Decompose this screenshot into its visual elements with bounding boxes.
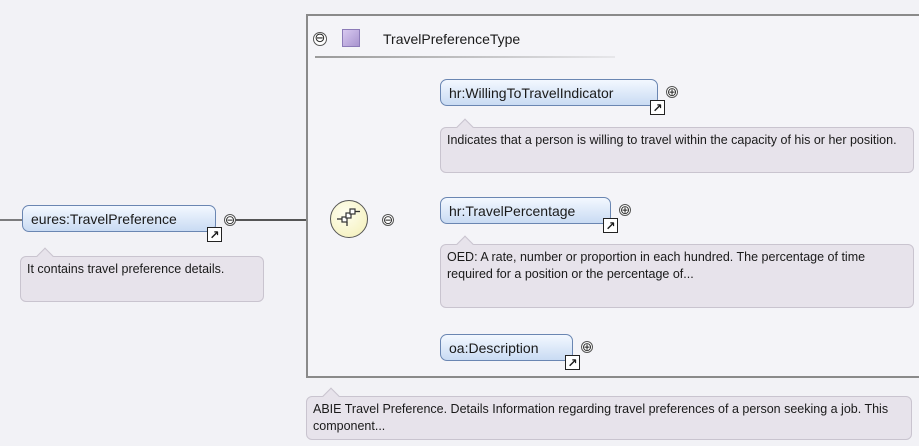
child-element-travel-percentage[interactable]: hr:TravelPercentage	[440, 197, 611, 224]
type-title: TravelPreferenceType	[383, 31, 521, 47]
child-element-label: hr:TravelPercentage	[449, 202, 576, 219]
child-link-icon[interactable]: ↗	[565, 355, 580, 370]
child-link-icon[interactable]: ↗	[650, 100, 665, 115]
child-expand-icon[interactable]: ⊕	[619, 203, 631, 217]
complex-type-box	[306, 14, 919, 378]
child-link-icon[interactable]: ↗	[603, 218, 618, 233]
child-annotation: Indicates that a person is willing to tr…	[440, 127, 914, 173]
child-element-description[interactable]: oa:Description	[440, 334, 573, 361]
child-annotation: OED: A rate, number or proportion in eac…	[440, 244, 914, 308]
collapse-type-icon[interactable]: ⊖	[313, 31, 327, 46]
root-element[interactable]: eures:TravelPreference	[22, 205, 216, 232]
sequence-icon	[337, 208, 360, 226]
type-title-separator	[315, 56, 615, 58]
root-link-icon[interactable]: ↗	[207, 227, 222, 242]
child-element-label: oa:Description	[449, 339, 539, 356]
sequence-compositor[interactable]	[330, 200, 368, 238]
child-element-label: hr:WillingToTravelIndicator	[449, 84, 614, 101]
root-annotation: It contains travel preference details.	[20, 256, 264, 302]
type-annotation: ABIE Travel Preference. Details Informat…	[306, 396, 912, 440]
complex-type-icon	[342, 29, 360, 47]
sequence-collapse-icon[interactable]: ⊖	[382, 213, 394, 227]
root-element-label: eures:TravelPreference	[31, 210, 177, 227]
child-expand-icon[interactable]: ⊕	[581, 340, 593, 354]
child-expand-icon[interactable]: ⊕	[666, 85, 678, 99]
root-collapse-icon[interactable]: ⊖	[224, 213, 236, 227]
child-element-willing-to-travel[interactable]: hr:WillingToTravelIndicator	[440, 79, 658, 106]
